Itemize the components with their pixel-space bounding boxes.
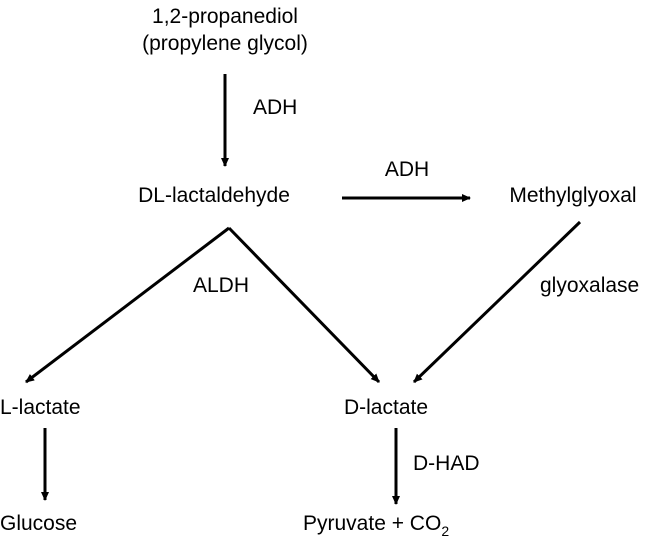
glucose-label: Glucose [0, 512, 77, 535]
arrow-methylglyoxal-to-d-lactate [412, 220, 582, 384]
arrow-lactaldehyde-to-l-lactate [25, 226, 230, 384]
enzyme-aldh: ALDH [193, 274, 249, 297]
l-lactate-label: L-lactate [0, 396, 81, 419]
d-lactate-label: D-lactate [344, 396, 428, 419]
enzyme-glyoxalase: glyoxalase [540, 274, 639, 297]
enzyme-adh-vertical: ADH [253, 96, 297, 119]
enzyme-adh-horizontal: ADH [385, 158, 429, 181]
pyruvate-co2-main: Pyruvate + CO [303, 512, 441, 535]
propanediol-label-line2: (propylene glycol) [142, 32, 308, 55]
pyruvate-co2-label: Pyruvate + CO2 [303, 512, 449, 539]
enzyme-d-had: D-HAD [413, 452, 480, 475]
arrow-lactaldehyde-to-d-lactate [227, 226, 381, 384]
propanediol-label-line1: 1,2-propanediol [152, 5, 298, 28]
co2-subscript: 2 [441, 523, 449, 539]
lactaldehyde-label: DL-lactaldehyde [138, 184, 290, 207]
methylglyoxal-label: Methylglyoxal [509, 184, 636, 207]
